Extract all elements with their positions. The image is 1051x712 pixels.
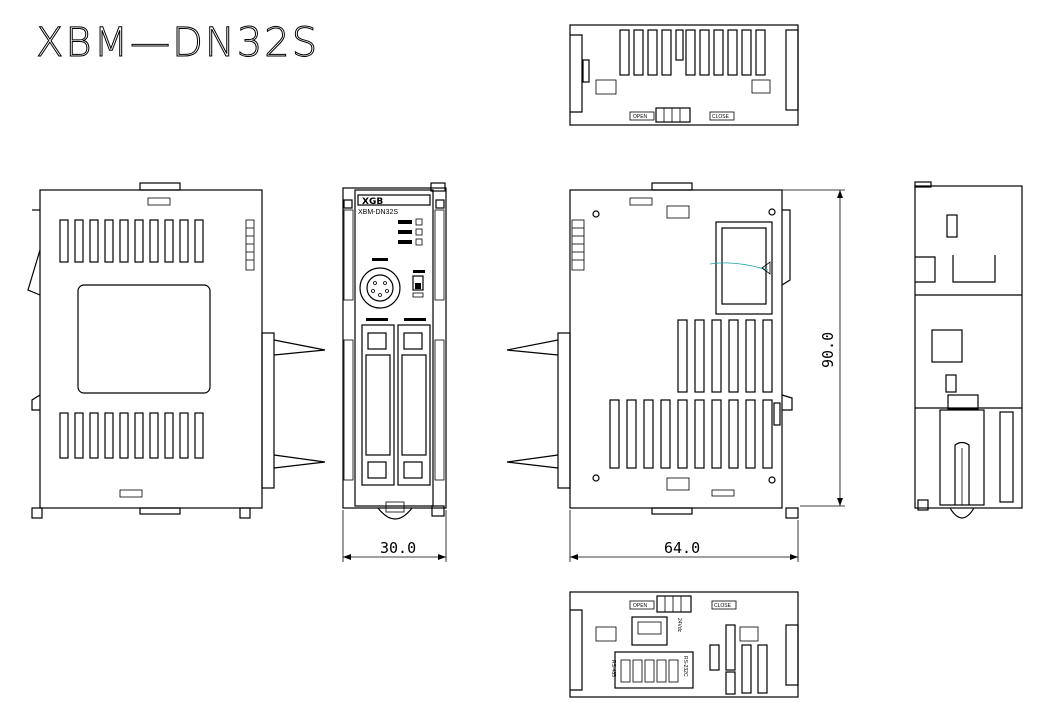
front-model: XBM-DN32S: [358, 209, 398, 216]
top-close-label: CLOSE: [712, 114, 730, 120]
left-side-view: [27, 182, 326, 519]
bottom-view: OPEN CLOSE 24Vdc RS-485 RS-232C: [569, 591, 799, 698]
dim-30: 30.0: [380, 539, 416, 557]
front-view: XGB XBM-DN32S: [342, 182, 447, 520]
right-side-view: [506, 182, 799, 519]
left-vents-bottom: [59, 412, 204, 459]
dim-64: 64.0: [664, 539, 700, 557]
right-vents-upper: [677, 319, 773, 393]
rs232-label: RS-232C: [682, 656, 688, 677]
bottom-open-label: OPEN: [633, 603, 648, 609]
bottom-close-label: CLOSE: [714, 603, 732, 609]
dimension-width-front: 30.0: [342, 510, 447, 562]
front-brand: XGB: [362, 197, 383, 207]
power-label: 24Vdc: [676, 618, 682, 633]
right-vents-lower: [609, 399, 773, 469]
dim-90: 90.0: [819, 332, 837, 368]
dimension-width-side: 64.0: [569, 510, 799, 562]
top-view: OPEN CLOSE: [569, 24, 799, 126]
rs485-label: RS-485: [610, 660, 616, 677]
end-view: [914, 181, 1023, 519]
dimension-height-side: 90.0: [782, 189, 845, 507]
left-vents-top: [59, 219, 204, 263]
drawing-title: XBM—DN32S: [36, 20, 319, 66]
top-open-label: OPEN: [633, 114, 648, 120]
